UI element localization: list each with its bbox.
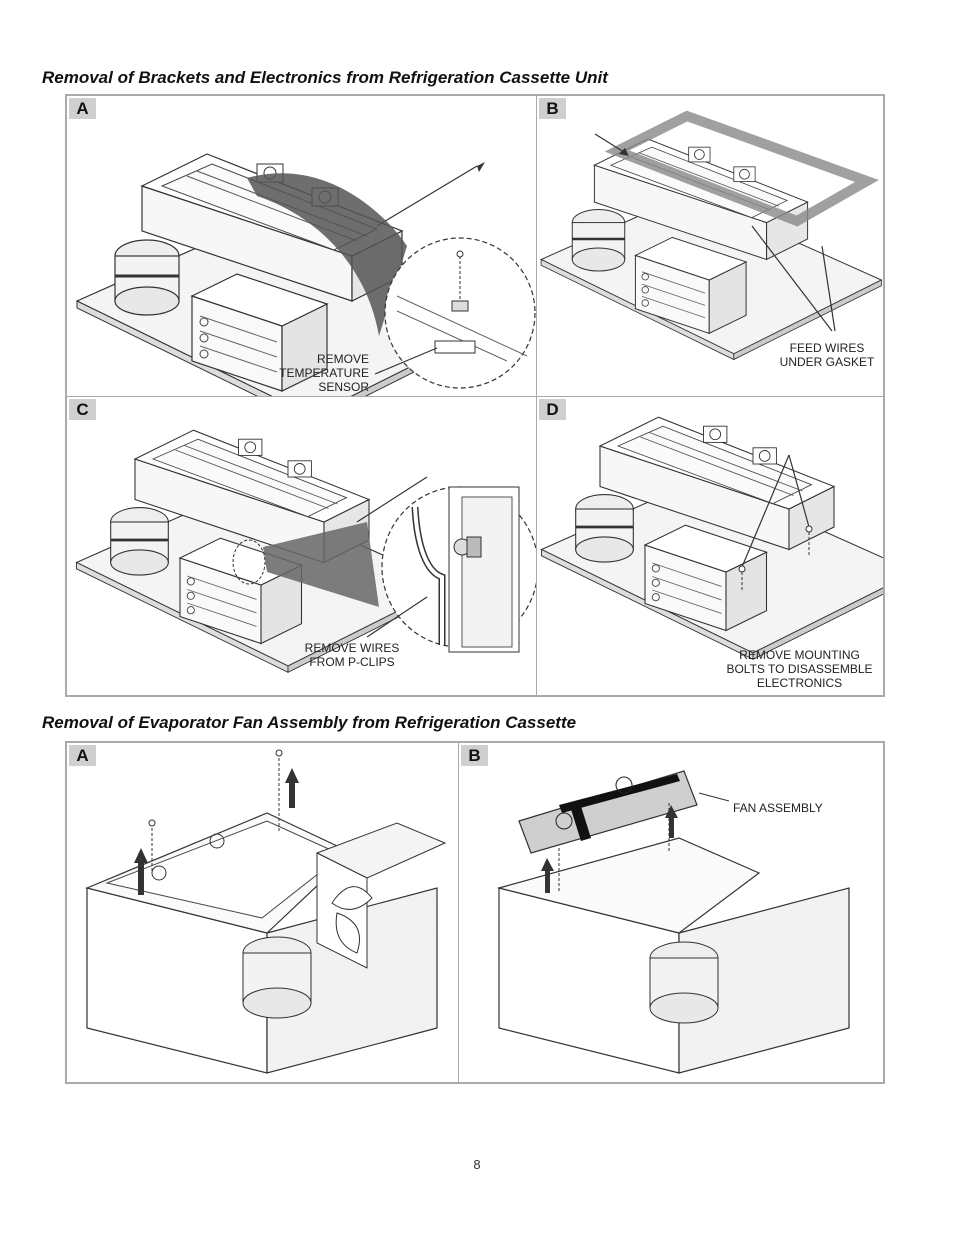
- note-line: TEMPERATURE: [279, 366, 369, 380]
- panel-a-label: A: [69, 98, 96, 119]
- panel-b-illustration: [539, 110, 883, 361]
- remove-temperature-sensor-note: REMOVE TEMPERATURE SENSOR: [257, 352, 369, 394]
- panel-c-label: C: [69, 399, 96, 420]
- panel-c: C REMOVE WIRES FROM P-CLIPS: [66, 396, 537, 696]
- fan-panel-b: B FAN ASSEMBLY: [458, 742, 884, 1083]
- panel-d: D REMOVE MOUNTING BOLTS TO DISASSEMBLE E…: [536, 396, 884, 696]
- fan-assembly-note: FAN ASSEMBLY: [733, 801, 823, 815]
- note-line: REMOVE MOUNTING: [739, 648, 860, 662]
- fan-panel-a-label: A: [69, 745, 96, 766]
- panel-b-label: B: [539, 98, 566, 119]
- note-line: FROM P-CLIPS: [309, 655, 395, 669]
- note-line: REMOVE WIRES: [304, 641, 400, 655]
- note-line: SENSOR: [318, 380, 369, 394]
- fan-panel-a: A: [66, 742, 459, 1083]
- note-line: BOLTS TO DISASSEMBLE: [726, 662, 873, 676]
- fan-panel-b-illustration: [496, 770, 850, 1074]
- section-2-title: Removal of Evaporator Fan Assembly from …: [42, 713, 577, 732]
- panel-a: A REMOVE TEMPERATURE SENSOR: [66, 95, 537, 397]
- note-line: UNDER GASKET: [779, 355, 875, 369]
- fan-panel-a-illustration: [85, 749, 447, 1074]
- panel-c-illustration: [75, 428, 536, 674]
- note-line: REMOVE: [316, 352, 369, 366]
- remove-mounting-bolts-note: REMOVE MOUNTING BOLTS TO DISASSEMBLE ELE…: [722, 648, 877, 690]
- section-1-title: Removal of Brackets and Electronics from…: [42, 68, 608, 87]
- evaporator-fan-figure: A B FAN ASSEMBLY: [65, 741, 885, 1084]
- remove-wires-from-p-clips-note: REMOVE WIRES FROM P-CLIPS: [292, 641, 412, 669]
- panel-d-illustration: [540, 415, 883, 661]
- panel-d-label: D: [539, 399, 566, 420]
- brackets-electronics-figure: A REMOVE TEMPERATURE SENSOR B FEED WIRES…: [65, 94, 885, 697]
- fan-panel-b-label: B: [461, 745, 488, 766]
- note-line: ELECTRONICS: [756, 676, 843, 690]
- panel-b: B FEED WIRES UNDER GASKET: [536, 95, 884, 397]
- panel-a-illustration: [75, 152, 536, 396]
- note-line: FEED WIRES: [789, 341, 865, 355]
- page-number: 8: [473, 1157, 481, 1172]
- feed-wires-under-gasket-note: FEED WIRES UNDER GASKET: [772, 341, 882, 369]
